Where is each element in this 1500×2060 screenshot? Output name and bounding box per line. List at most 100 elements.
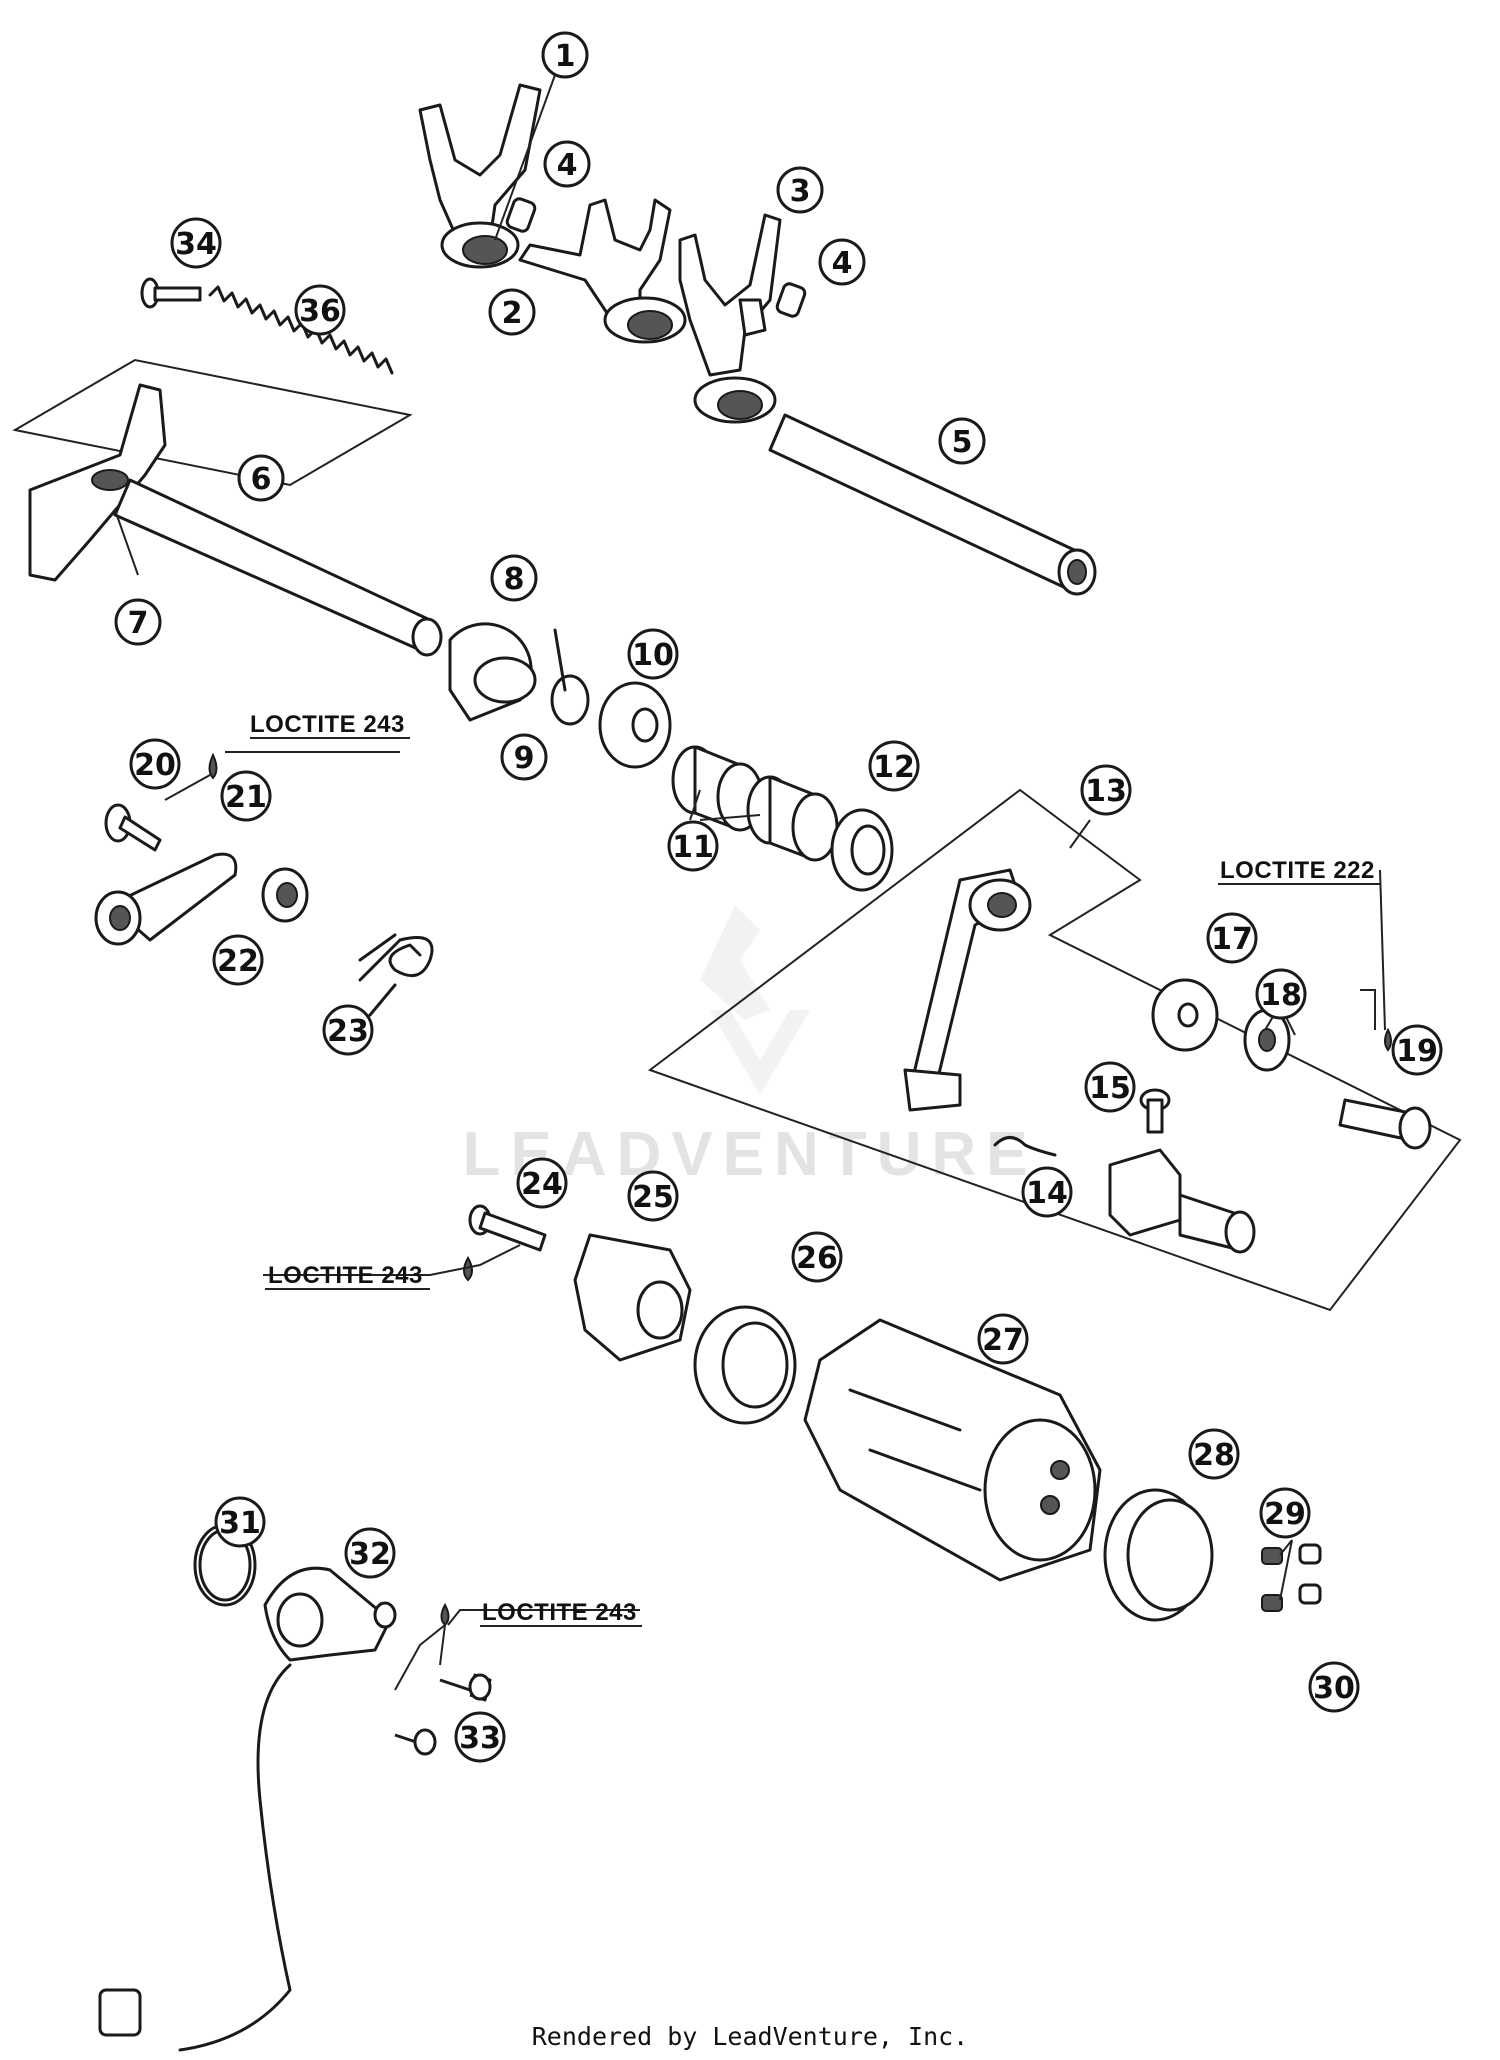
bolt-34 (140, 277, 202, 309)
washer-10 (598, 681, 672, 769)
callout-11: 11 (667, 820, 719, 872)
group-box-6 (12, 358, 413, 487)
callout-9: 9 (500, 733, 548, 781)
svg-text:20: 20 (134, 748, 176, 783)
shift-fork-2 (518, 198, 687, 344)
callout-27: 27 (977, 1313, 1029, 1365)
seal-12 (830, 808, 894, 892)
footer-credit: Rendered by LeadVenture, Inc. (532, 2022, 969, 2051)
svg-text:13: 13 (1085, 774, 1127, 809)
washer-17 (1151, 978, 1219, 1052)
callout-32: 32 (344, 1527, 396, 1579)
callout-10: 10 (627, 628, 679, 680)
callout-4b: 4 (818, 238, 866, 286)
pins-30 (1298, 1543, 1322, 1605)
svg-text:19: 19 (1396, 1034, 1438, 1069)
gear-position-sensor-32 (98, 1566, 397, 2052)
svg-text:6: 6 (251, 462, 272, 497)
callout-31: 31 (214, 1496, 266, 1548)
svg-text:7: 7 (128, 606, 149, 641)
svg-text:14: 14 (1026, 1176, 1068, 1211)
bolt-19 (1338, 1027, 1432, 1150)
callout-13: 13 (1080, 764, 1132, 816)
shift-fork-1 (418, 83, 542, 269)
needle-bearing-11b (746, 775, 839, 862)
svg-text:18: 18 (1260, 978, 1302, 1013)
shift-shaft-6 (28, 383, 443, 657)
svg-text:2: 2 (502, 296, 523, 331)
svg-text:9: 9 (514, 741, 535, 776)
callout-22: 22 (212, 934, 264, 986)
svg-text:24: 24 (521, 1167, 563, 1202)
shift-drum-locating-25 (573, 1233, 692, 1362)
callout-8: 8 (490, 554, 538, 602)
svg-text:26: 26 (796, 1241, 838, 1276)
svg-text:36: 36 (299, 294, 341, 329)
bolt-20 (104, 803, 162, 852)
shift-fork-3 (678, 213, 782, 424)
pin-4b (775, 282, 807, 318)
callout-7: 7 (114, 598, 162, 646)
shift-lever-13 (903, 868, 1032, 1112)
callout-6: 6 (237, 454, 285, 502)
svg-text:3: 3 (790, 174, 811, 209)
leader-lines (114, 74, 1386, 1691)
loctite-label-3: LOCTITE 243 (268, 1262, 423, 1289)
svg-text:4: 4 (832, 246, 853, 281)
svg-text:15: 15 (1089, 1071, 1131, 1106)
svg-text:1: 1 (555, 39, 576, 74)
fork-shaft-5 (768, 413, 1097, 596)
callout-20: 20 (129, 738, 181, 790)
callout-15: 15 (1084, 1061, 1136, 1113)
callout-1: 1 (541, 31, 589, 79)
spring-23 (358, 933, 434, 1017)
loctite-label-4: LOCTITE 243 (482, 1599, 637, 1626)
bolt-24 (463, 1204, 547, 1282)
lock-washer-18 (1243, 1008, 1291, 1072)
callout-12: 12 (868, 740, 920, 792)
svg-text:25: 25 (632, 1180, 674, 1215)
svg-text:31: 31 (219, 1506, 261, 1541)
svg-text:17: 17 (1211, 922, 1253, 957)
callout-4a: 4 (543, 140, 591, 188)
callout-19: 19 (1391, 1024, 1443, 1076)
callout-33: 33 (454, 1711, 506, 1763)
svg-text:8: 8 (504, 562, 525, 597)
callout-18: 18 (1255, 968, 1307, 1020)
callout-26: 26 (791, 1231, 843, 1283)
svg-text:27: 27 (982, 1323, 1024, 1358)
callout-3: 3 (776, 166, 824, 214)
callout-5: 5 (938, 417, 986, 465)
callout-25: 25 (627, 1170, 679, 1222)
svg-text:32: 32 (349, 1537, 391, 1572)
svg-text:30: 30 (1313, 1671, 1355, 1706)
svg-text:11: 11 (672, 830, 714, 865)
watermark-logo-icon (700, 905, 810, 1095)
bearing-26 (693, 1305, 797, 1425)
svg-text:23: 23 (327, 1014, 369, 1049)
group-box-13 (647, 788, 1462, 1312)
svg-text:21: 21 (225, 780, 267, 815)
svg-text:34: 34 (175, 227, 217, 262)
clip-14 (993, 1136, 1057, 1157)
svg-text:22: 22 (217, 944, 259, 979)
bushing-block (1108, 1148, 1256, 1254)
callout-14: 14 (1021, 1166, 1073, 1218)
svg-text:10: 10 (632, 638, 674, 673)
pin-15 (1139, 1088, 1171, 1134)
callout-30: 30 (1308, 1661, 1360, 1713)
svg-text:33: 33 (459, 1721, 501, 1756)
shift-drum-27 (803, 1318, 1102, 1582)
loctite-drop-21 (208, 752, 218, 780)
svg-text:28: 28 (1193, 1438, 1235, 1473)
loctite-label-1: LOCTITE 243 (250, 711, 405, 738)
callout-36: 36 (294, 284, 346, 336)
callout-28: 28 (1188, 1428, 1240, 1480)
spring-9 (550, 628, 590, 726)
callout-34: 34 (170, 217, 222, 269)
bearing-28 (1103, 1488, 1214, 1622)
lever-22 (94, 852, 309, 946)
callout-24: 24 (516, 1157, 568, 1209)
svg-text:12: 12 (873, 750, 915, 785)
